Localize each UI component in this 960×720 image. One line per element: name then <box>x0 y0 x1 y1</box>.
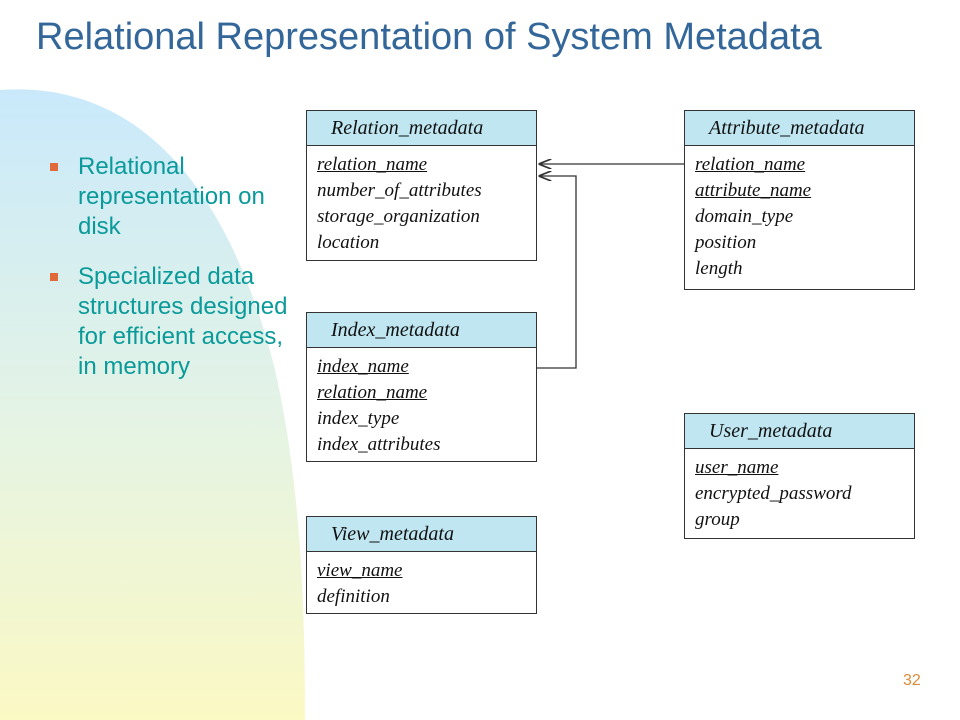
entity-attribute: view_name <box>317 560 403 581</box>
entity-attribute: relation_name <box>695 154 806 175</box>
bullet-list: Relational representation on disk Specia… <box>50 152 290 402</box>
entity-attribute: domain_type <box>695 206 794 227</box>
entity-name: View_metadata <box>307 517 536 552</box>
entity-attribute: position <box>695 232 757 253</box>
entity-attribute: number_of_attributes <box>317 180 482 201</box>
entity-name: Relation_metadata <box>307 111 536 146</box>
bullet-item: Specialized data structures designed for… <box>50 262 290 382</box>
bullet-text: Specialized data structures designed for… <box>78 263 288 380</box>
entity-name: User_metadata <box>685 414 914 449</box>
bullet-square-icon <box>50 163 58 171</box>
entity-attribute: encrypted_password <box>695 483 852 504</box>
relation-metadata-table: Relation_metadata relation_name number_o… <box>306 110 537 261</box>
entity-attribute: relation_name <box>317 154 428 175</box>
entity-name: Index_metadata <box>307 313 536 348</box>
entity-attribute: storage_organization <box>317 206 480 227</box>
entity-attribute: user_name <box>695 457 779 478</box>
slide-title: Relational Representation of System Meta… <box>36 16 822 58</box>
user-metadata-table: User_metadata user_name encrypted_passwo… <box>684 413 915 539</box>
entity-attribute: relation_name <box>317 382 428 403</box>
entity-attribute: index_type <box>317 408 400 429</box>
index-to-relation-arrow <box>537 176 577 369</box>
view-metadata-table: View_metadata view_name definition <box>306 516 537 614</box>
entity-name: Attribute_metadata <box>685 111 914 146</box>
entity-attribute: index_name <box>317 356 409 377</box>
bullet-text: Relational representation on disk <box>78 153 265 240</box>
entity-attribute: attribute_name <box>695 180 812 201</box>
entity-attribute: length <box>695 258 743 279</box>
entity-attribute: definition <box>317 586 390 607</box>
entity-attribute: location <box>317 232 380 253</box>
page-number: 32 <box>903 672 921 689</box>
bullet-square-icon <box>50 273 58 281</box>
index-metadata-table: Index_metadata index_name relation_name … <box>306 312 537 462</box>
entity-attribute: index_attributes <box>317 434 441 455</box>
bullet-item: Relational representation on disk <box>50 152 290 242</box>
attribute-metadata-table: Attribute_metadata relation_name attribu… <box>684 110 915 290</box>
entity-attribute: group <box>695 509 740 530</box>
